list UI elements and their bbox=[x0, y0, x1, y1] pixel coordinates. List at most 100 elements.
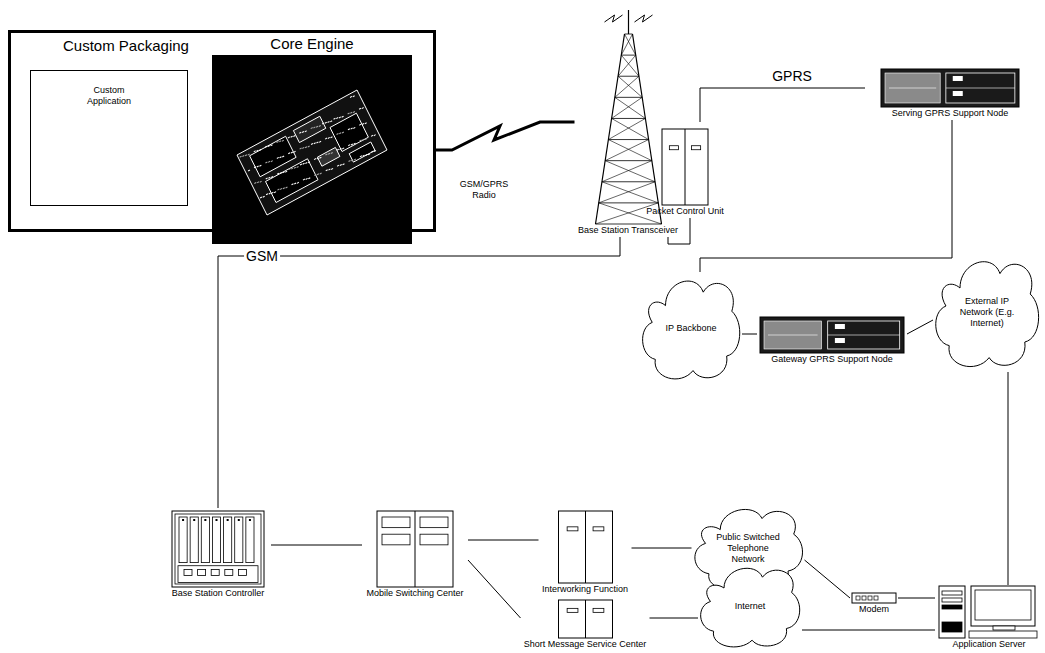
board-speck bbox=[337, 165, 339, 167]
modem-light bbox=[856, 596, 860, 600]
board-speck bbox=[351, 159, 353, 161]
tower-leg bbox=[632, 34, 661, 224]
connector-label-holder: GSM/GPRS Radio bbox=[452, 179, 516, 201]
board-speck bbox=[265, 162, 267, 164]
cabinet-door-split bbox=[685, 129, 686, 205]
base-port bbox=[211, 570, 219, 576]
connector bbox=[898, 598, 935, 599]
board-speck bbox=[268, 177, 270, 179]
connector bbox=[632, 548, 692, 549]
board-speck bbox=[263, 196, 265, 198]
cabinet-handle bbox=[567, 608, 578, 612]
server-light bbox=[953, 76, 963, 81]
board-speck bbox=[302, 147, 304, 149]
board-speck bbox=[365, 154, 367, 156]
connector bbox=[468, 540, 539, 541]
board-speck bbox=[339, 132, 341, 134]
base-port bbox=[225, 570, 233, 576]
controller-slot bbox=[235, 517, 243, 563]
cloud-label: External IP Network (E.g. Internet) bbox=[954, 296, 1020, 329]
board-speck bbox=[268, 145, 270, 147]
device-label: Application Server bbox=[952, 639, 1025, 650]
board-speck bbox=[328, 153, 330, 155]
controller-frame bbox=[172, 511, 264, 587]
device-label: Base Station Controller bbox=[172, 588, 265, 599]
tower-rung bbox=[611, 118, 645, 119]
board-speck bbox=[293, 151, 295, 153]
board-speck bbox=[319, 157, 321, 159]
board-speck bbox=[291, 183, 293, 185]
board-speck bbox=[371, 151, 373, 153]
modem-node: Modem bbox=[850, 588, 898, 616]
bsc-drawing bbox=[165, 508, 271, 587]
radio-wave bbox=[604, 15, 622, 22]
board-speck bbox=[368, 153, 370, 155]
rack-icon bbox=[881, 69, 1019, 107]
server-stripe bbox=[889, 88, 936, 89]
board-speck bbox=[302, 131, 304, 133]
board-speck bbox=[350, 96, 352, 98]
board-speck bbox=[330, 136, 332, 138]
board-speck bbox=[308, 177, 310, 179]
board-speck bbox=[257, 166, 259, 168]
board-speck bbox=[353, 95, 355, 97]
board-speck bbox=[282, 156, 284, 158]
board-speck bbox=[313, 126, 315, 128]
tower-brace bbox=[618, 76, 642, 97]
board-speck bbox=[266, 193, 268, 195]
board-speck bbox=[339, 148, 341, 150]
board-speck bbox=[269, 193, 271, 195]
board-speck bbox=[271, 160, 273, 162]
computer-node: Application Server bbox=[935, 585, 1043, 651]
cabinet-node: Packet Control Unit bbox=[642, 122, 728, 218]
cabinet-handle bbox=[593, 608, 604, 612]
board-speck bbox=[242, 155, 244, 157]
board-speck bbox=[288, 136, 290, 138]
tower-brace bbox=[621, 55, 639, 76]
tower-brace bbox=[611, 97, 642, 118]
tower-rung bbox=[624, 34, 632, 35]
application-box: Custom Application bbox=[30, 70, 188, 206]
board-speck bbox=[305, 178, 307, 180]
device-label: Gateway GPRS Support Node bbox=[771, 354, 893, 365]
board-speck bbox=[291, 152, 293, 154]
cabinet-door-split bbox=[585, 511, 586, 583]
rack-node: Gateway GPRS Support Node bbox=[757, 310, 907, 366]
modem-light bbox=[868, 596, 872, 600]
connector-label: GPRS bbox=[770, 68, 814, 85]
board-speck bbox=[339, 116, 341, 118]
board-speck bbox=[322, 122, 324, 124]
board-speck bbox=[239, 156, 241, 158]
board-speck bbox=[374, 150, 376, 152]
cabinet-handle bbox=[691, 146, 700, 150]
tower-icon bbox=[595, 10, 661, 224]
radio-wave bbox=[634, 15, 652, 22]
bsc-node: Base Station Controller bbox=[165, 508, 271, 600]
board-speck bbox=[348, 144, 350, 146]
board-speck bbox=[353, 111, 355, 113]
board-speck bbox=[308, 161, 310, 163]
board-speck bbox=[257, 181, 259, 183]
board-speck bbox=[280, 188, 282, 190]
tower-brace bbox=[605, 161, 655, 182]
board-speck bbox=[260, 181, 262, 183]
board-speck bbox=[280, 172, 282, 174]
board-chip bbox=[330, 113, 368, 151]
frame-heading: Custom Packaging bbox=[63, 37, 189, 55]
board-speck bbox=[291, 167, 293, 169]
board-chip bbox=[349, 142, 375, 162]
board-speck bbox=[271, 192, 273, 194]
board-speck bbox=[317, 173, 319, 175]
tower-brace bbox=[605, 140, 648, 161]
cloud-outline bbox=[701, 568, 800, 647]
cabinet-handle bbox=[669, 146, 678, 150]
engine-drawing bbox=[212, 55, 412, 244]
cabinet-body bbox=[558, 511, 612, 583]
device-label: Serving GPRS Support Node bbox=[892, 108, 1009, 119]
board-speck bbox=[325, 122, 327, 124]
connector bbox=[700, 120, 952, 272]
board-speck bbox=[299, 132, 301, 134]
cabinet-drawing bbox=[642, 122, 728, 205]
cloud-outline bbox=[643, 281, 740, 379]
